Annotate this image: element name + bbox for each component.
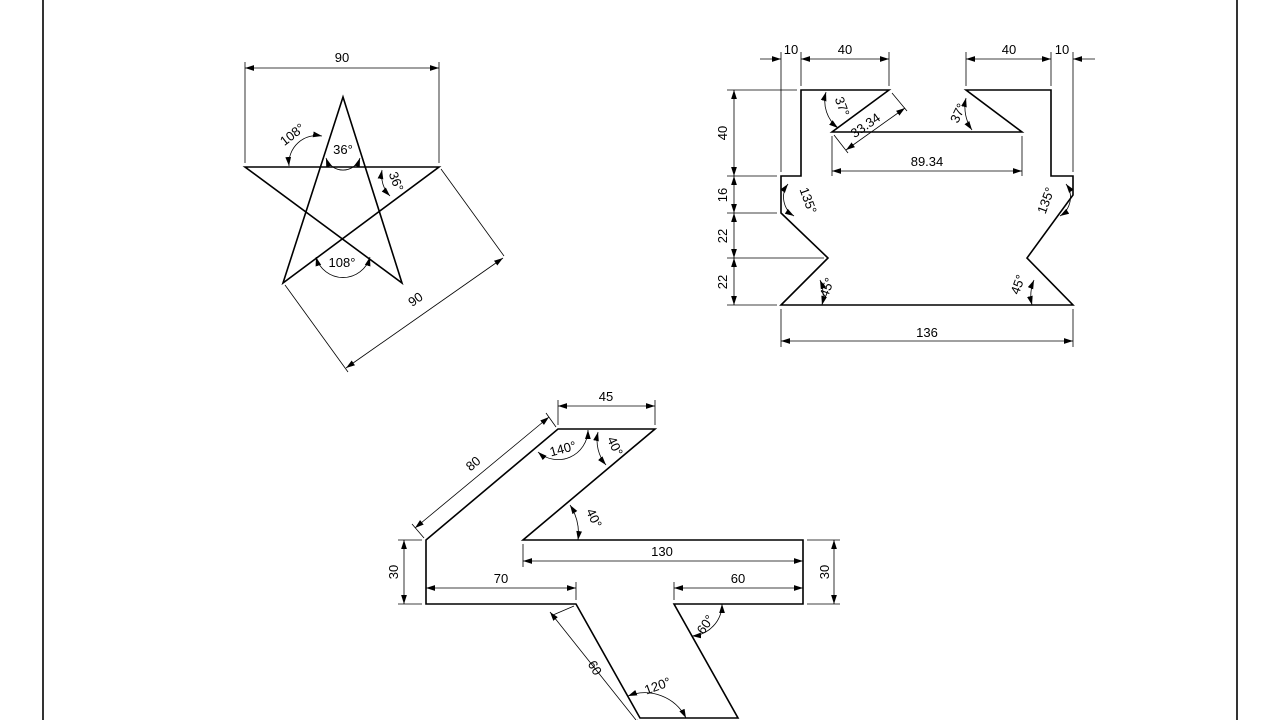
zigzag-left-arm-label: 70 — [494, 571, 508, 586]
bracket-base-width-label: 136 — [916, 325, 938, 340]
star-bottom-angle-label: 108° — [329, 255, 356, 270]
star-outer-angle-label: 108° — [277, 120, 307, 148]
zigzag-top-left-angle-label: 140° — [548, 438, 578, 459]
zigzag-top-width-label: 45 — [599, 389, 613, 404]
bracket-dim-top: 10 40 40 10 — [760, 42, 1095, 172]
star-top-width-label: 90 — [335, 50, 349, 65]
bracket-dim-left-heights: 40 16 22 22 — [715, 89, 824, 306]
zigzag-dim-arm: 130 — [522, 544, 803, 567]
bracket-right-notch-label: 10 — [1055, 42, 1069, 57]
bracket-left-top-label: 40 — [838, 42, 852, 57]
zigzag-dim-slant: 80 — [411, 412, 557, 539]
zigzag-right-height-label: 30 — [817, 565, 832, 579]
star-side-length-label: 90 — [405, 289, 425, 310]
bracket-angle-marks: 37° 37° 135° 135° 45° 45° — [780, 91, 1074, 306]
star-side-angle-label: 36° — [386, 170, 407, 194]
zigzag-leg-length-label: 60 — [585, 658, 605, 678]
bracket-height-low-label: 22 — [715, 275, 730, 289]
bracket-outline — [779, 89, 1075, 306]
star-figure: 90 90 108° 36° 36° 108° — [242, 50, 505, 373]
zigzag-arm-length-label: 130 — [651, 544, 673, 559]
zigzag-dim-right-height: 30 — [807, 539, 840, 605]
bracket-right-top-label: 40 — [1002, 42, 1016, 57]
bracket-right-chamfer-label: 135° — [1034, 185, 1057, 215]
zigzag-dim-right-arm: 60 — [673, 571, 803, 600]
bracket-figure: 10 40 40 10 40 16 22 22 33.34 — [715, 42, 1095, 347]
star-dim-side-length: 90 — [284, 168, 505, 373]
bracket-left-slant-angle-label: 37° — [832, 95, 853, 119]
zigzag-figure: 45 80 130 70 60 — [386, 389, 840, 720]
zigzag-slant-length-label: 80 — [463, 453, 484, 474]
zigzag-dim-left-arm: 70 — [426, 571, 577, 600]
bracket-height-mid-label: 22 — [715, 229, 730, 243]
bracket-left-chamfer-label: 135° — [797, 185, 820, 215]
bracket-right-base-angle-label: 45° — [1007, 273, 1028, 297]
star-tip-angle-label: 36° — [333, 142, 353, 157]
zigzag-dim-leg: 60 — [549, 605, 638, 720]
zigzag-dim-top-width: 45 — [557, 389, 656, 425]
bracket-left-notch-label: 10 — [784, 42, 798, 57]
star-angle-marks: 108° 36° 36° 108° — [277, 120, 407, 278]
zigzag-top-right-angle-label: 40° — [604, 434, 626, 458]
bracket-height-step-label: 16 — [715, 188, 730, 202]
sheet-border — [42, 0, 1238, 720]
bracket-inner-width-label: 89.34 — [911, 154, 944, 169]
zigzag-inner-angle-label: 40° — [583, 506, 605, 530]
zigzag-bottom-angle-label: 120° — [642, 674, 672, 697]
bracket-left-base-angle-label: 45° — [816, 276, 837, 300]
star-dim-top-width: 90 — [244, 50, 440, 163]
zigzag-left-height-label: 30 — [386, 565, 401, 579]
zigzag-lower-angle-label: 60° — [694, 612, 718, 637]
zigzag-right-arm-label: 60 — [731, 571, 745, 586]
bracket-dim-base: 136 — [780, 309, 1074, 347]
bracket-height-top-label: 40 — [715, 126, 730, 140]
bracket-dim-inner-width: 89.34 — [831, 136, 1023, 176]
zigzag-dim-left-height: 30 — [386, 539, 422, 605]
zigzag-angle-marks: 140° 40° 40° 60° 120° — [537, 429, 725, 719]
bracket-right-slant-angle-label: 37° — [947, 101, 969, 125]
